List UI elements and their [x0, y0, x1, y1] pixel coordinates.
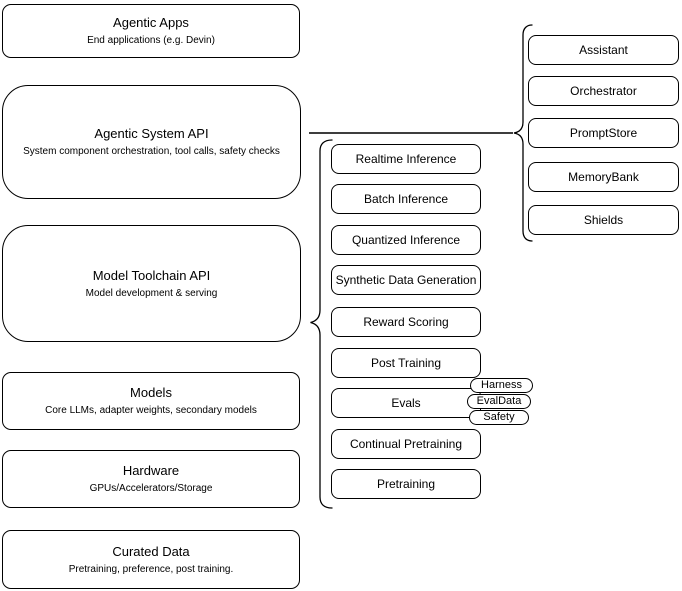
- node-batch-inference: Batch Inference: [331, 184, 481, 214]
- node-curated-data: Curated Data Pretraining, preference, po…: [2, 530, 300, 589]
- node-title: Agentic System API: [94, 126, 209, 141]
- tag-evaldata: EvalData: [467, 394, 531, 409]
- node-title: Curated Data: [112, 543, 190, 559]
- node-title: Models: [130, 385, 172, 400]
- node-realtime-inference: Realtime Inference: [331, 144, 481, 174]
- node-pretraining: Pretraining: [331, 469, 481, 499]
- tag-safety: Safety: [469, 410, 529, 425]
- node-subtitle: Core LLMs, adapter weights, secondary mo…: [45, 405, 257, 416]
- node-shields: Shields: [528, 205, 679, 235]
- node-assistant: Assistant: [528, 35, 679, 65]
- node-title: Model Toolchain API: [92, 267, 211, 283]
- node-promptstore: PromptStore: [528, 118, 679, 148]
- node-memorybank: MemoryBank: [528, 162, 679, 192]
- node-subtitle: Pretraining, preference, post training.: [68, 563, 234, 575]
- node-post-training: Post Training: [331, 348, 481, 378]
- node-orchestrator: Orchestrator: [528, 76, 679, 106]
- node-subtitle: Model development & serving: [85, 287, 218, 299]
- tag-harness: Harness: [470, 378, 533, 393]
- node-reward-scoring: Reward Scoring: [331, 307, 481, 337]
- node-agentic-system-api: Agentic System API System component orch…: [2, 85, 301, 199]
- toolchain-brace: [310, 139, 333, 509]
- node-models: Models Core LLMs, adapter weights, secon…: [2, 372, 300, 430]
- node-subtitle: System component orchestration, tool cal…: [23, 146, 280, 157]
- node-subtitle: End applications (e.g. Devin): [87, 35, 215, 46]
- node-continual-pretraining: Continual Pretraining: [331, 429, 481, 459]
- node-title: Hardware: [122, 463, 180, 478]
- node-subtitle: GPUs/Accelerators/Storage: [89, 483, 213, 494]
- node-synthetic-data-generation: Synthetic Data Generation: [331, 265, 481, 295]
- node-title: Agentic Apps: [113, 15, 189, 30]
- node-hardware: Hardware GPUs/Accelerators/Storage: [2, 450, 300, 508]
- node-model-toolchain-api: Model Toolchain API Model development & …: [2, 225, 301, 342]
- node-agentic-apps: Agentic Apps End applications (e.g. Devi…: [2, 4, 300, 58]
- node-quantized-inference: Quantized Inference: [331, 225, 481, 255]
- components-brace: [513, 24, 533, 242]
- node-evals: Evals: [331, 388, 481, 418]
